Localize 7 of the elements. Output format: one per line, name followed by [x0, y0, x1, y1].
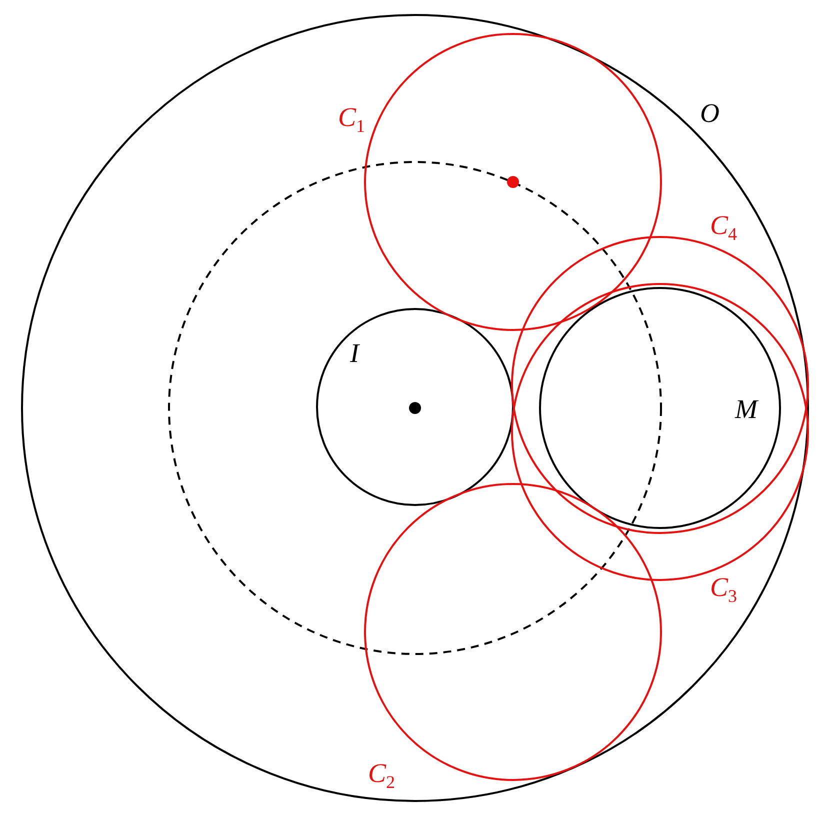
circle-label: M	[735, 396, 758, 423]
circle-label: C$_{1}$	[338, 104, 366, 135]
circle-label: O	[700, 100, 720, 127]
circle-label: C$_{3}$	[710, 574, 738, 605]
circle-label: C$_{2}$	[368, 760, 396, 791]
circle-label: C$_{4}$	[710, 212, 738, 243]
circle-label: I	[350, 340, 359, 367]
